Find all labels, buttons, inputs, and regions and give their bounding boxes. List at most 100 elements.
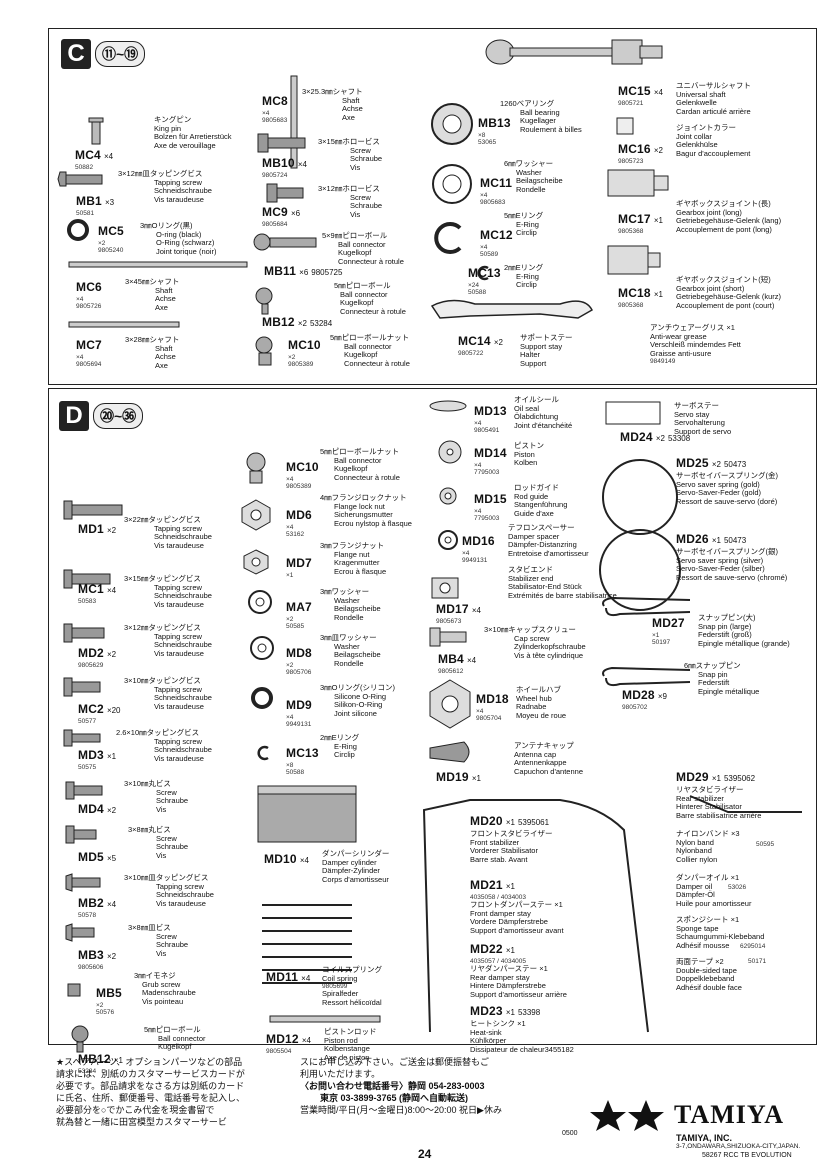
part-md5: MD5×5: [78, 850, 117, 864]
part-mc5-desc: 3㎜Oリング(黒) O-ring (black) O-Ring (schwarz…: [140, 221, 217, 256]
tamiya-brand: TAMIYA: [674, 1100, 785, 1129]
model-name: 58267 RCC TB EVOLUTION: [702, 1152, 792, 1159]
part-mc7: MC7 ×4 9805694: [76, 338, 102, 368]
part-mc16-desc: ジョイントカラー Joint collar Gelenkhülse Bagur …: [676, 123, 751, 158]
part-anti-wear-grease: アンチウェアーグリス ×1 Anti-wear grease Verschlei…: [650, 323, 741, 366]
part-mc4-desc: キングピン King pin Bolzen für Arretierstück …: [154, 115, 232, 150]
footer-code: 0500: [562, 1130, 578, 1137]
part-md4: MD4×2: [78, 802, 117, 816]
part-mc17: MC17×1 9805368: [618, 212, 663, 235]
part-md19: MD19×1: [436, 770, 481, 784]
part-mc4: MC4×4 50882: [75, 148, 114, 171]
part-mc15-desc: ユニバーサルシャフト Universal shaft Gelenkwelle C…: [676, 81, 751, 116]
part-mc9-desc: 3×12㎜ホロービス Screw Schraube Vis: [318, 184, 383, 219]
part-mb13-desc: 1260ベアリング Ball bearing Kugellager Roulem…: [500, 99, 582, 134]
extra-double-sided-tape-pn: 50171: [748, 958, 767, 965]
part-mb10-desc: 3×15㎜ホロービス Screw Schraube Vis: [318, 137, 383, 172]
part-md10: MD10×4: [264, 852, 309, 866]
footer-center-notice: スにお申し込み下さい。ご送金は郵便振替もご 利用いただけます。 〈お問い合わせ電…: [300, 1057, 502, 1115]
part-mc8-desc: 3×25.3㎜シャフト Shaft Achse Axe: [302, 87, 363, 122]
part-mc10: MC10 ×2 9805389: [288, 338, 321, 368]
extra-nylon-band-pn: 50595: [756, 841, 775, 848]
page-number: 24: [418, 1147, 432, 1161]
tamiya-logo: TAMIYA: [588, 1098, 810, 1132]
section-d-title: D ⑳~㊱: [59, 401, 144, 431]
part-mb13: MB13 ×8 53065: [478, 116, 511, 146]
part-mc18-desc: ギヤボックスジョイント(短) Gearbox joint (short) Get…: [676, 275, 782, 310]
tamiya-stars-icon: [588, 1098, 670, 1132]
part-mb1: MB1×3 50581: [76, 194, 115, 217]
part-mc9: MC9×6 9805684: [262, 205, 301, 228]
part-md11: MD11×4: [266, 970, 311, 984]
part-mc12-desc: 5㎜Eリング E-Ring Circlip: [504, 211, 544, 238]
part-mc7-desc: 3×28㎜シャフト Shaft Achse Axe: [125, 335, 180, 370]
part-mc13: MC13 ×24 50588: [468, 266, 501, 296]
part-mc5: MC5 ×2 9805240: [98, 224, 124, 254]
extra-sponge-tape-pn: 6295014: [740, 943, 766, 950]
part-mc18: MC18×1 9805368: [618, 286, 663, 309]
part-md1: MD1×2: [78, 522, 117, 536]
section-letter: D: [59, 401, 89, 431]
part-mc15: MC15×4 9805721: [618, 84, 663, 107]
part-mc14-desc: サポートステー Support stay Halter Support: [520, 333, 573, 368]
part-mc8: MC8 ×4 9805683: [262, 94, 288, 124]
part-mc10-desc: 5㎜ピローボールナット Ball connector Kugelkopf Con…: [330, 333, 410, 368]
part-mc12: MC12 ×4 50589: [480, 228, 513, 258]
part-mc11-desc: 6㎜ワッシャー Washer Beilagscheibe Rondelle: [504, 159, 563, 194]
part-mc14: MC14×2 9805722: [458, 334, 503, 357]
footer-left-notice: ★スペアパーツ、オプションパーツなどの部品 請求には、別紙のカスタマーサービスカ…: [56, 1057, 246, 1127]
part-mc6-desc: 3×45㎜シャフト Shaft Achse Axe: [125, 277, 180, 312]
